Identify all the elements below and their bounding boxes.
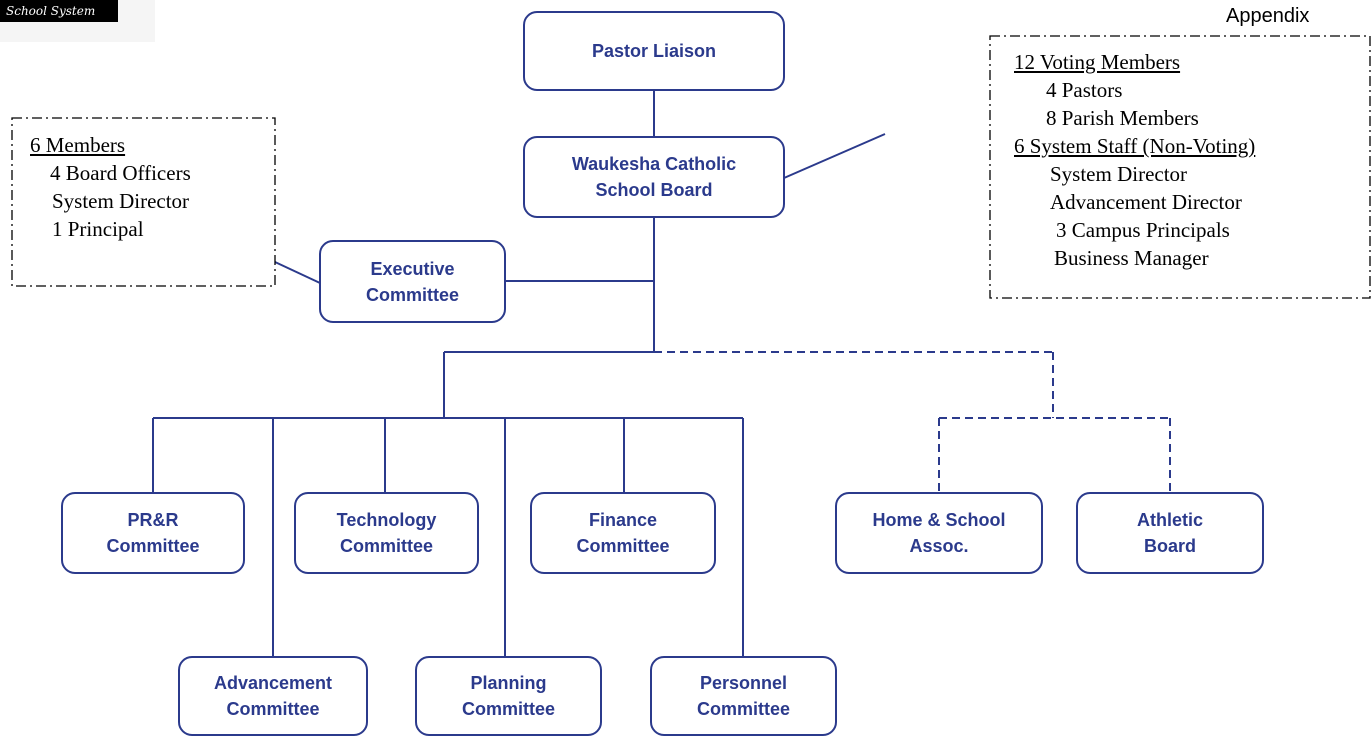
note-line: 3 Campus Principals [1056,218,1230,242]
note-line: System Director [1050,162,1188,186]
note-heading: 12 Voting Members [1014,50,1181,74]
appendix-label: Appendix [1226,5,1310,27]
executive-note-border [11,117,276,287]
note-line: 8 Parish Members [1046,106,1199,130]
logo: School System [0,0,155,42]
node-advancement-committee: Advancement Committee [178,656,368,736]
node-label: Advancement [213,673,333,693]
board-note-border [989,35,1371,299]
node-personnel-committee: Personnel Committee [650,656,837,736]
connector-executive-note [274,261,321,284]
note-line: 1 Principal [52,217,144,241]
note-heading: 6 System Staff (Non-Voting) [1014,134,1256,158]
node-label: PR&R [127,510,179,530]
note-line: Business Manager [1054,246,1209,270]
node-executive-committee: Executive Committee [319,240,506,323]
node-label: Pastor Liaison [591,41,717,61]
node-label: Finance [588,510,658,530]
note-line: 4 Board Officers [50,161,191,185]
node-label: Athletic [1136,510,1203,530]
node-label: Assoc. [909,536,969,556]
node-label: Committee [576,536,670,556]
node-label: Executive [370,258,455,279]
node-label: Committee [696,699,790,719]
note-heading: 6 Members [30,133,126,157]
node-planning-committee: Planning Committee [415,656,602,736]
node-label: Personnel [699,673,788,693]
executive-membership-note: 6 Members 4 Board Officers System Direct… [30,131,191,243]
connector-board-note [783,133,886,179]
node-label: Committee [106,536,200,556]
note-line: Advancement Director [1050,190,1242,214]
node-label: Home & School [872,510,1006,530]
node-prr-committee: PR&R Committee [61,492,245,574]
board-membership-note: 12 Voting Members 4 Pastors 8 Parish Mem… [1014,48,1255,272]
node-school-board: Waukesha Catholic School Board [523,136,785,218]
node-label: Committee [461,699,555,719]
node-label: Waukesha Catholic [571,154,737,174]
node-technology-committee: Technology Committee [294,492,479,574]
node-label: Committee [365,284,459,305]
note-line: System Director [52,189,190,213]
note-line: 4 Pastors [1046,78,1123,102]
logo-text: School System [0,0,118,22]
node-label: Board [1143,536,1196,556]
node-finance-committee: Finance Committee [530,492,716,574]
node-pastor-liaison: Pastor Liaison [523,11,785,91]
node-label: Committee [226,699,320,719]
node-label: Planning [470,673,547,693]
node-label: Technology [336,510,437,530]
node-label: School Board [595,180,713,200]
node-home-school-assoc: Home & School Assoc. [835,492,1043,574]
node-athletic-board: Athletic Board [1076,492,1264,574]
node-label: Committee [339,536,433,556]
